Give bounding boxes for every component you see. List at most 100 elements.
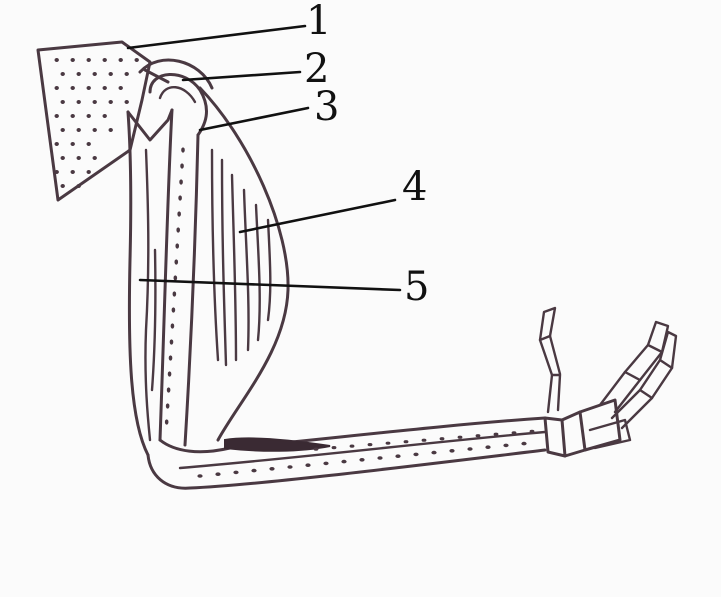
stipple-dot — [287, 465, 292, 469]
stipple-dot — [119, 86, 123, 90]
stipple-dot — [55, 170, 59, 174]
stipple-dot — [93, 156, 97, 160]
stipple-dot — [173, 291, 177, 296]
stipple-dot — [171, 323, 175, 328]
stipple-dot — [77, 100, 81, 104]
stipple-dot — [530, 430, 535, 433]
stipple-dot — [165, 419, 169, 424]
stipple-dot — [87, 114, 91, 118]
stipple-dot — [77, 156, 81, 160]
stipple-dot — [166, 403, 170, 408]
stipple-dot — [55, 86, 59, 90]
stipple-dot — [458, 436, 463, 439]
stipple-dot — [167, 387, 171, 392]
stipple-dot — [93, 128, 97, 132]
stipple-dot — [87, 58, 91, 62]
hand — [540, 308, 676, 456]
stipple-dot — [422, 439, 427, 442]
leader-line-3 — [200, 108, 308, 130]
leader-line-1 — [128, 26, 305, 48]
stipple-dot — [177, 211, 181, 216]
stipple-dot — [485, 445, 490, 449]
stipple-dot — [467, 447, 472, 451]
leader-line-4 — [240, 200, 395, 232]
label-5: 5 — [404, 264, 429, 310]
stipple-dot — [179, 179, 183, 184]
stipple-dot — [305, 463, 310, 467]
stipple-dot — [180, 163, 184, 168]
stipple-dot — [359, 458, 364, 462]
stipple-dot — [103, 86, 107, 90]
stipple-dot — [168, 371, 172, 376]
stipple-dot — [71, 58, 75, 62]
stipple-dot — [233, 471, 238, 475]
stipple-dot — [77, 128, 81, 132]
stipple-dot — [521, 442, 526, 446]
stipple-dot — [395, 454, 400, 458]
stipple-dot — [494, 433, 499, 436]
stipple-dot — [55, 58, 59, 62]
forearm — [148, 418, 545, 488]
stipple-dot — [404, 440, 409, 443]
stipple-dot — [314, 448, 319, 451]
label-1: 1 — [306, 0, 331, 44]
stipple-dot — [413, 453, 418, 457]
stipple-dot — [109, 100, 113, 104]
stipple-dot — [350, 445, 355, 448]
stipple-dot — [169, 355, 173, 360]
stipple-dot — [109, 72, 113, 76]
biceps-muscle — [200, 88, 288, 440]
stipple-dot — [181, 147, 185, 152]
stipple-dot — [87, 86, 91, 90]
stipple-dot — [77, 72, 81, 76]
stipple-dot — [341, 460, 346, 464]
stipple-dot — [71, 142, 75, 146]
stipple-dot — [125, 72, 129, 76]
stipple-dot — [215, 472, 220, 476]
stipple-dot — [176, 227, 180, 232]
label-3: 3 — [314, 84, 339, 130]
stipple-dot — [377, 456, 382, 460]
stipple-dot — [135, 58, 139, 62]
stipple-dot — [175, 243, 179, 248]
stipple-dot — [55, 114, 59, 118]
stipple-dot — [61, 184, 65, 188]
stipple-dot — [119, 58, 123, 62]
stipple-dot — [503, 444, 508, 448]
stipple-dot — [323, 462, 328, 466]
stipple-dot — [170, 339, 174, 344]
stipple-dot — [251, 469, 256, 473]
stipple-dot — [174, 275, 178, 280]
stipple-dot — [440, 437, 445, 440]
stipple-dot — [174, 259, 178, 264]
stipple-dot — [476, 434, 481, 437]
stipple-dot — [172, 307, 176, 312]
stipple-dot — [103, 58, 107, 62]
stipple-dot — [71, 86, 75, 90]
stipple-dot — [103, 114, 107, 118]
number-labels: 1 2 3 4 5 — [304, 0, 429, 310]
stipple-dot — [71, 114, 75, 118]
stipple-dot — [178, 195, 182, 200]
stipple-dot — [332, 446, 337, 449]
stipple-dot — [512, 431, 517, 434]
stipple-dot — [61, 72, 65, 76]
stipple-dot — [93, 100, 97, 104]
shoulder-joint — [140, 60, 212, 135]
stipple-dot — [61, 128, 65, 132]
stipple-dot — [368, 443, 373, 446]
humerus — [160, 110, 198, 445]
stipple-dot — [61, 156, 65, 160]
stipple-dot — [87, 142, 91, 146]
stipple-dot — [71, 170, 75, 174]
stipple-dot — [449, 449, 454, 453]
stipple-dot — [93, 72, 97, 76]
stipple-dot — [386, 442, 391, 445]
stipple-dot — [55, 142, 59, 146]
stipple-dot — [269, 467, 274, 471]
label-4: 4 — [402, 164, 427, 210]
stipple-dot — [125, 100, 129, 104]
stipple-dot — [109, 128, 113, 132]
